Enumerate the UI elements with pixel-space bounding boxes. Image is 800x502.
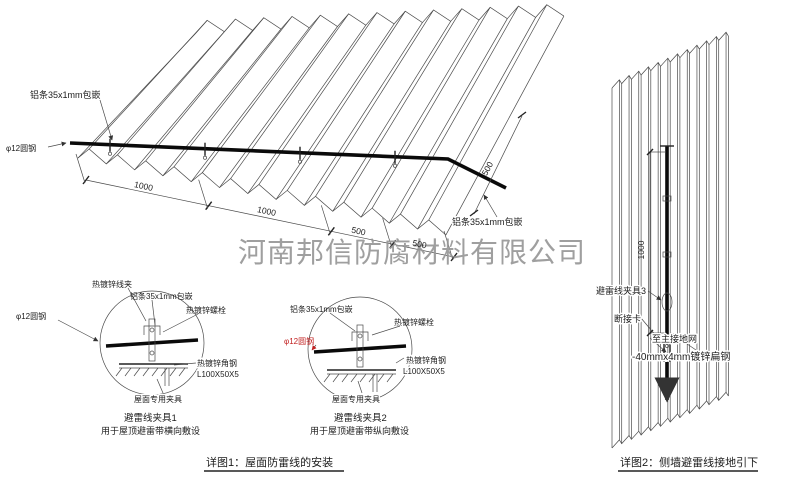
leader-line — [47, 141, 67, 148]
wire-clamp — [203, 155, 207, 160]
figure-captions: 详图1：屋面防雷线的安装 详图2：侧墙避雷线接地引下 — [204, 455, 758, 472]
detail-2-subtitle: 用于屋顶避雷带纵向敷设 — [310, 425, 409, 436]
detail-1-title: 避雷线夹具1 — [124, 412, 177, 424]
leader-line — [162, 313, 199, 333]
dim-eave-4: 500 — [412, 238, 428, 251]
dim-right-edge: 500 — [480, 160, 496, 177]
detail-circle-2 — [307, 296, 413, 402]
wire-clip — [143, 325, 161, 335]
detail-circle — [307, 296, 413, 402]
label-aluminum-strip-top: 铝条35x1mm包嵌 — [30, 89, 101, 100]
detail-circle — [99, 290, 205, 396]
detail-wire — [313, 344, 407, 354]
roof-annotations: 铝条35x1mm包嵌 φ12圆钢 铝条35x1mm包嵌 1000 1000 50… — [6, 89, 524, 251]
detail-1-subtitle: 用于屋顶避雷带横向敷设 — [101, 425, 200, 436]
side-wall-corrugated-sheet — [611, 31, 729, 449]
label-to-main-ground: 至主接地网 — [652, 333, 697, 344]
wall-annotations: 1000 避雷线夹具3 断接卡 至主接地网 -40mmx4mm镀锌扁钢 — [595, 240, 732, 364]
leader-line — [173, 362, 197, 366]
bolt — [357, 356, 363, 362]
wire-clip — [351, 331, 369, 341]
wire-clamp — [108, 151, 112, 156]
detail-circle-1 — [99, 290, 205, 396]
label-roof-fixture-d1: 屋面专用夹具 — [134, 394, 182, 404]
label-galvanized-bolt-d1: 热镀锌螺栓 — [186, 305, 226, 315]
leader-line — [127, 287, 147, 322]
leader-line-red — [311, 344, 317, 351]
label-aluminum-strip-right: 铝条35x1mm包嵌 — [452, 216, 523, 227]
label-roof-fixture-d2: 屋面专用夹具 — [332, 394, 380, 404]
leader-lines — [47, 99, 697, 394]
leader-line — [357, 380, 363, 394]
leader-line — [57, 319, 99, 342]
label-angle-steel-d2: 热镀锌角钢 — [406, 355, 446, 365]
conductor-clamp — [662, 251, 672, 258]
leader-line — [640, 317, 663, 344]
dim-wall-height: 1000 — [636, 240, 646, 259]
clamp-plate — [148, 318, 156, 362]
detail-1-annotations: 热镀锌线夹 铝条35x1mm包嵌 热镀锌螺栓 φ12圆钢 热镀锌角钢 L100X… — [16, 279, 241, 436]
leader-line — [151, 299, 156, 326]
roof-corrugated-sheet — [69, 4, 565, 262]
label-angle-steel-size-d2: L100X50X5 — [403, 367, 445, 376]
label-galvanized-wire-clip: 热镀锌线夹 — [92, 279, 132, 289]
detail-wire — [105, 338, 199, 348]
detail-2-annotations: 铝条35x1mm包嵌 热镀锌螺栓 φ12圆钢 热镀锌角钢 L100X50X5 屋… — [284, 304, 448, 436]
label-galvanized-bolt-d2: 热镀锌螺栓 — [394, 317, 434, 327]
leader-line — [371, 325, 401, 336]
clamp-plate — [356, 324, 364, 368]
leader-line — [395, 357, 405, 364]
label-angle-steel-d1: 热镀锌角钢 — [197, 358, 237, 368]
dim-eave-2: 1000 — [256, 204, 277, 218]
label-aluminum-strip-d1: 铝条35x1mm包嵌 — [130, 291, 193, 301]
dim-eave-3: 500 — [351, 225, 367, 238]
roof-lightning-wire — [69, 141, 507, 190]
label-round-steel-d1: φ12圆钢 — [16, 311, 46, 321]
leader-line — [329, 312, 356, 332]
conductor-clamp — [662, 195, 672, 202]
label-lightning-clamp-3: 避雷线夹具3 — [596, 285, 646, 296]
leader-line — [647, 290, 662, 301]
leader-line — [99, 99, 114, 141]
leader-line — [156, 378, 164, 394]
label-disconnect-card: 断接卡 — [614, 313, 641, 324]
bolt — [149, 327, 155, 333]
label-round-steel-d2: φ12圆钢 — [284, 336, 314, 346]
detail-2-title: 避雷线夹具2 — [334, 412, 387, 424]
label-galvanized-flat-steel: -40mmx4mm镀锌扁钢 — [632, 350, 730, 363]
wire-clamp — [298, 159, 302, 164]
clamp-3-callout — [661, 292, 673, 312]
bolt — [149, 350, 155, 356]
leader-line — [649, 337, 667, 353]
leader-line — [670, 332, 697, 351]
label-aluminum-strip-d2: 铝条35x1mm包嵌 — [290, 304, 353, 314]
wire-clamp — [393, 163, 397, 168]
leader-line — [483, 194, 498, 218]
dim-eave-1: 1000 — [133, 179, 154, 193]
watermark-company-name: 河南邦信防腐材料有限公司 — [238, 237, 586, 268]
label-round-steel-main: φ12圆钢 — [6, 143, 36, 153]
caption-detail-2: 详图2：侧墙避雷线接地引下 — [620, 455, 758, 469]
bolt — [357, 333, 363, 339]
label-angle-steel-size-d1: L100X50X5 — [197, 370, 239, 379]
caption-detail-1: 详图1：屋面防雷线的安装 — [206, 455, 333, 469]
